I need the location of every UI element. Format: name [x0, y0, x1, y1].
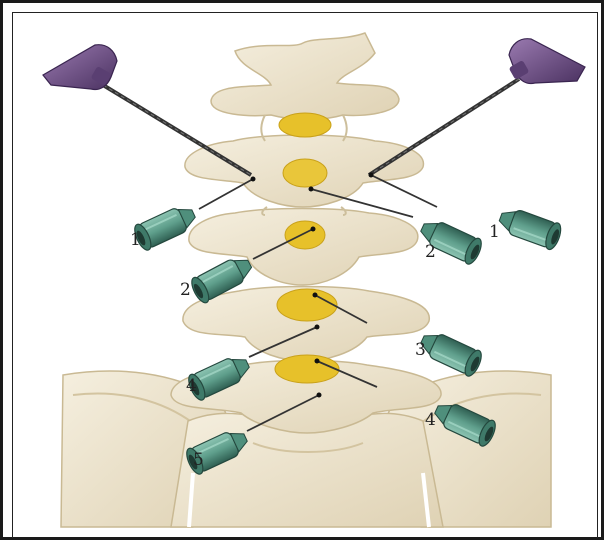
label-1-left: 1	[130, 230, 141, 250]
spinal-needle-icon	[131, 201, 199, 253]
spinal-needle-icon	[496, 204, 564, 252]
label-3: 3	[415, 340, 426, 360]
spinal-needle-icon	[417, 327, 485, 379]
spine-injection-diagram: 1 1 2 2 3 4 4 5	[3, 3, 604, 543]
label-2-upper: 2	[425, 242, 436, 262]
label-1-right: 1	[489, 222, 500, 242]
label-5: 5	[193, 450, 204, 470]
label-4-left: 4	[186, 376, 197, 396]
label-2-lower: 2	[180, 280, 191, 300]
rf-probe-right	[369, 39, 585, 175]
label-4-right: 4	[425, 410, 436, 430]
